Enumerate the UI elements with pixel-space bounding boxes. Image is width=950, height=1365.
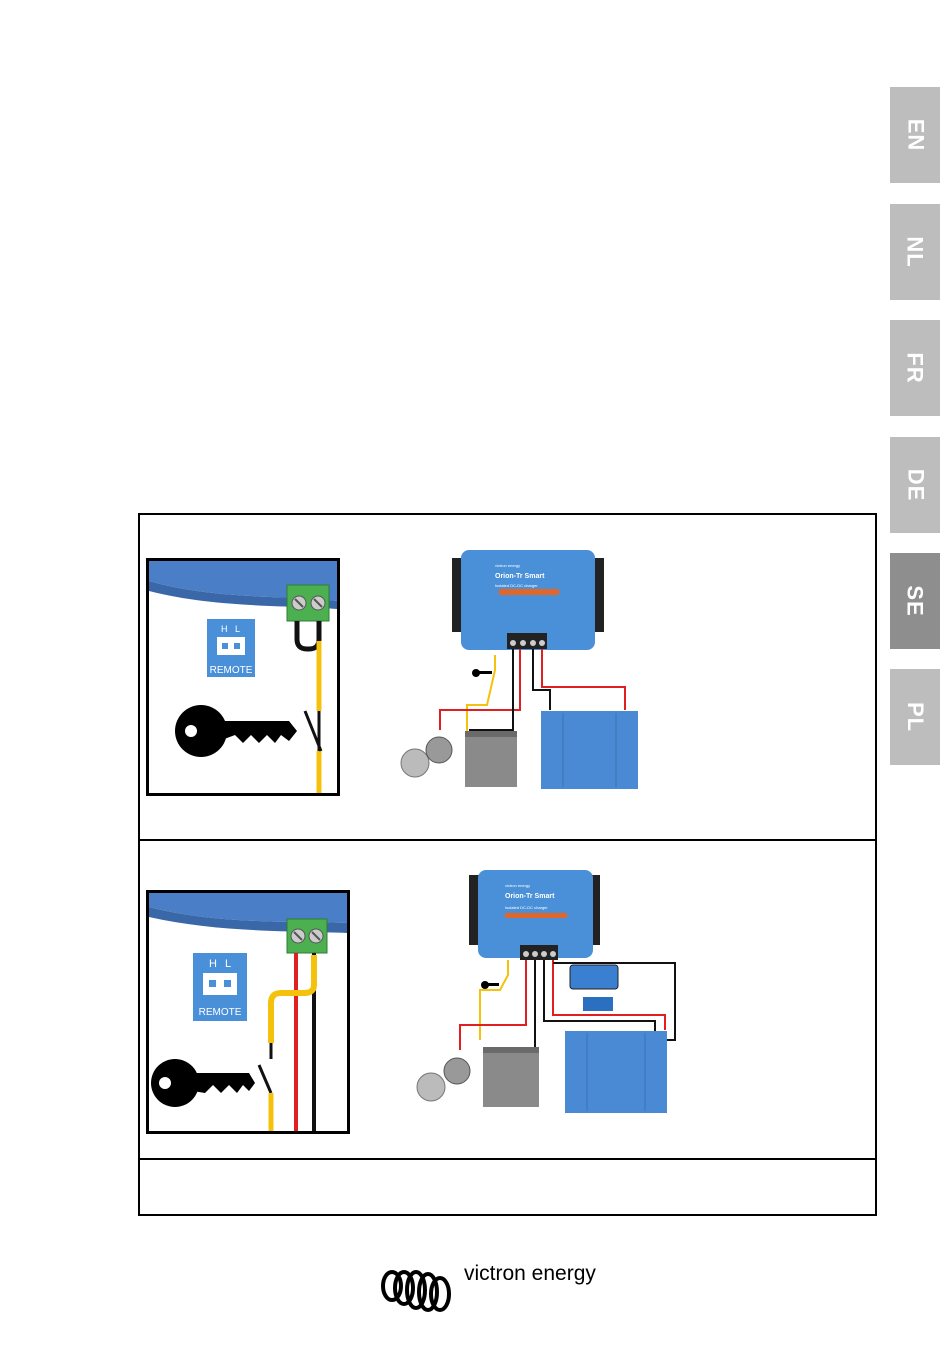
pin-h-label: H <box>221 624 228 634</box>
remote-detail-1: H L REMOTE <box>146 558 340 796</box>
victron-logo-icon <box>378 1266 458 1316</box>
tab-label: DE <box>902 469 928 502</box>
row-divider <box>138 839 877 841</box>
tab-label: PL <box>902 702 928 732</box>
tab-nl[interactable]: NL <box>890 204 940 300</box>
device-name: Orion-Tr Smart <box>495 573 545 580</box>
key-icon <box>151 1059 255 1107</box>
tab-se[interactable]: SE <box>890 553 940 649</box>
tab-pl[interactable]: PL <box>890 669 940 765</box>
device-sub: Isolated DC-DC charger <box>505 905 548 910</box>
device-sub: Isolated DC-DC charger <box>495 583 538 588</box>
pin-l-label: L <box>235 624 240 634</box>
tab-fr[interactable]: FR <box>890 320 940 416</box>
wiring-diagram-2: victron energy Orion-Tr Smart Isolated D… <box>405 865 685 1117</box>
tab-de[interactable]: DE <box>890 437 940 533</box>
key-icon <box>175 705 297 757</box>
tab-en[interactable]: EN <box>890 87 940 183</box>
tab-label: SE <box>902 585 928 616</box>
tab-label: FR <box>902 352 928 383</box>
remote-label: REMOTE <box>210 665 253 676</box>
row-divider <box>138 1158 877 1160</box>
device-brand: victron energy <box>495 563 520 568</box>
device-brand: victron energy <box>505 883 530 888</box>
remote-detail-2: H L REMOTE <box>146 890 350 1134</box>
device-name: Orion-Tr Smart <box>505 893 555 900</box>
remote-label: REMOTE <box>199 1007 242 1018</box>
wiring-diagram-1: victron energy Orion-Tr Smart Isolated D… <box>395 545 655 795</box>
tab-label: EN <box>902 119 928 152</box>
pin-l-label: L <box>225 958 231 970</box>
tab-label: NL <box>902 236 928 267</box>
pin-h-label: H <box>209 958 217 970</box>
footer-brand: victron energy <box>464 1262 596 1286</box>
